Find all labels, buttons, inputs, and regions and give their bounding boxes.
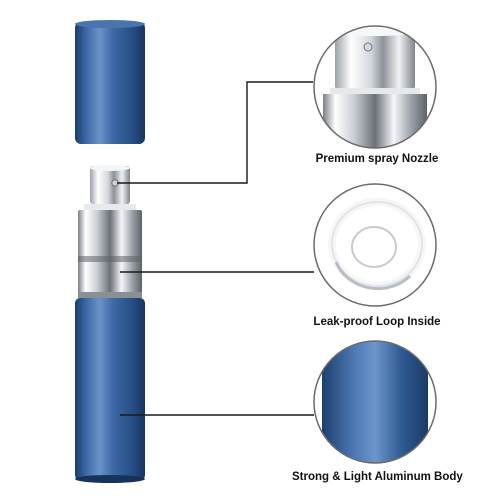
- caption-leak-proof-loop: Leak-proof Loop Inside: [313, 316, 441, 328]
- caption-aluminum-body: Strong & Light Aluminum Body: [292, 471, 463, 483]
- bottle-cap-icon: [75, 20, 145, 144]
- spray-nozzle-closeup-icon: [313, 25, 437, 149]
- blue-aluminum-body-closeup-icon: [313, 340, 437, 464]
- callout-lines: [117, 81, 314, 416]
- white-sealing-ring-icon: [313, 183, 437, 307]
- caption-spray-nozzle: Premium spray Nozzle: [315, 153, 439, 165]
- perfume-atomizer-bottle-icon: [75, 165, 145, 483]
- callout-line-nozzle: [117, 81, 313, 184]
